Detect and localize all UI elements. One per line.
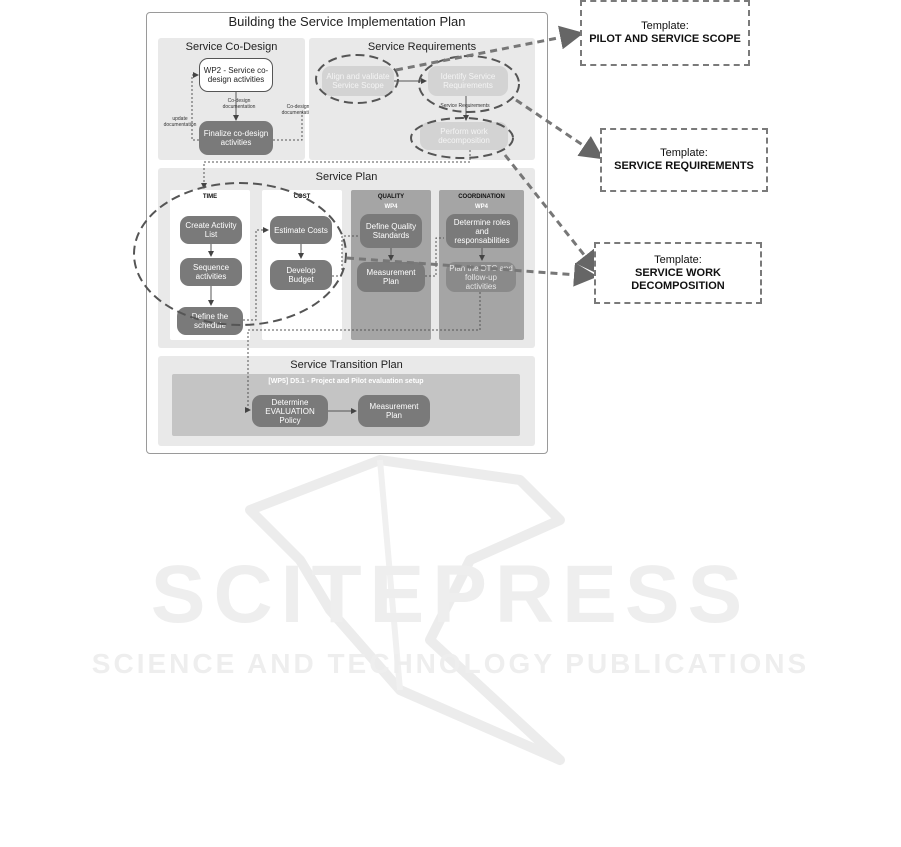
template-name: SERVICE REQUIREMENTS — [614, 160, 754, 172]
quality-wp: WP4 — [384, 204, 398, 210]
develop-budget-node: Develop Budget — [270, 260, 332, 290]
wp2-codesign-node: WP2 - Service co-design activities — [199, 58, 273, 92]
transition-bar — [172, 374, 520, 436]
estimate-costs-node: Estimate Costs — [270, 216, 332, 244]
template-prefix: Template: — [660, 147, 708, 159]
template-prefix: Template: — [654, 253, 702, 266]
quality-measurement-node: Measurement Plan — [357, 262, 425, 292]
identify-requirements-node: Identify Service Requirements — [428, 66, 508, 96]
quality-head: QUALITY — [377, 194, 405, 200]
service-plan-title: Service Plan — [315, 171, 378, 183]
watermark-main: SCITEPRESS — [150, 549, 751, 640]
coordination-wp: WP4 — [474, 204, 488, 210]
codesign-doc-label: Co-design documentation — [222, 98, 256, 110]
transition-measurement-node: Measurement Plan — [358, 395, 430, 427]
update-doc-label: update documentation — [163, 116, 197, 128]
co-design-title: Service Co-Design — [185, 41, 278, 53]
time-head: TIME — [202, 194, 218, 200]
create-activity-node: Create Activity List — [180, 216, 242, 244]
template-pilot-scope: Template: PILOT AND SERVICE SCOPE — [580, 0, 750, 66]
finalize-codesign-node: Finalize co-design activities — [199, 121, 273, 155]
transition-bar-label: [WP5] D5.1 - Project and Pilot evaluatio… — [268, 378, 424, 385]
requirements-label: Service Requirements — [440, 103, 490, 109]
transition-title: Service Transition Plan — [290, 359, 403, 371]
determine-evaluation-node: Determine EVALUATION Policy — [252, 395, 328, 427]
sequence-activities-node: Sequence activities — [180, 258, 242, 286]
define-schedule-node: Define the schedule — [177, 307, 243, 335]
watermark-sub: SCIENCE AND TECHNOLOGY PUBLICATIONS — [91, 648, 810, 679]
codesign-doc-label-2: Co-design documentation — [281, 104, 315, 116]
work-decomposition-node: Perform work decomposition — [420, 122, 508, 150]
template-name: PILOT AND SERVICE SCOPE — [589, 33, 741, 45]
define-quality-node: Define Quality Standards — [360, 214, 422, 248]
template-work-decomposition: Template: SERVICE WORK DECOMPOSITION — [594, 242, 762, 304]
coordination-head: COORDINATION — [458, 194, 505, 200]
align-scope-node: Align and validate Service Scope — [322, 66, 394, 96]
diagram-title: Building the Service Implementation Plan — [228, 14, 466, 29]
template-name: SERVICE WORK DECOMPOSITION — [631, 266, 725, 292]
template-prefix: Template: — [641, 20, 689, 32]
requirements-title: Service Requirements — [367, 41, 477, 53]
determine-roles-node: Determine roles and responsabilities — [446, 214, 518, 248]
template-service-requirements: Template: SERVICE REQUIREMENTS — [600, 128, 768, 192]
